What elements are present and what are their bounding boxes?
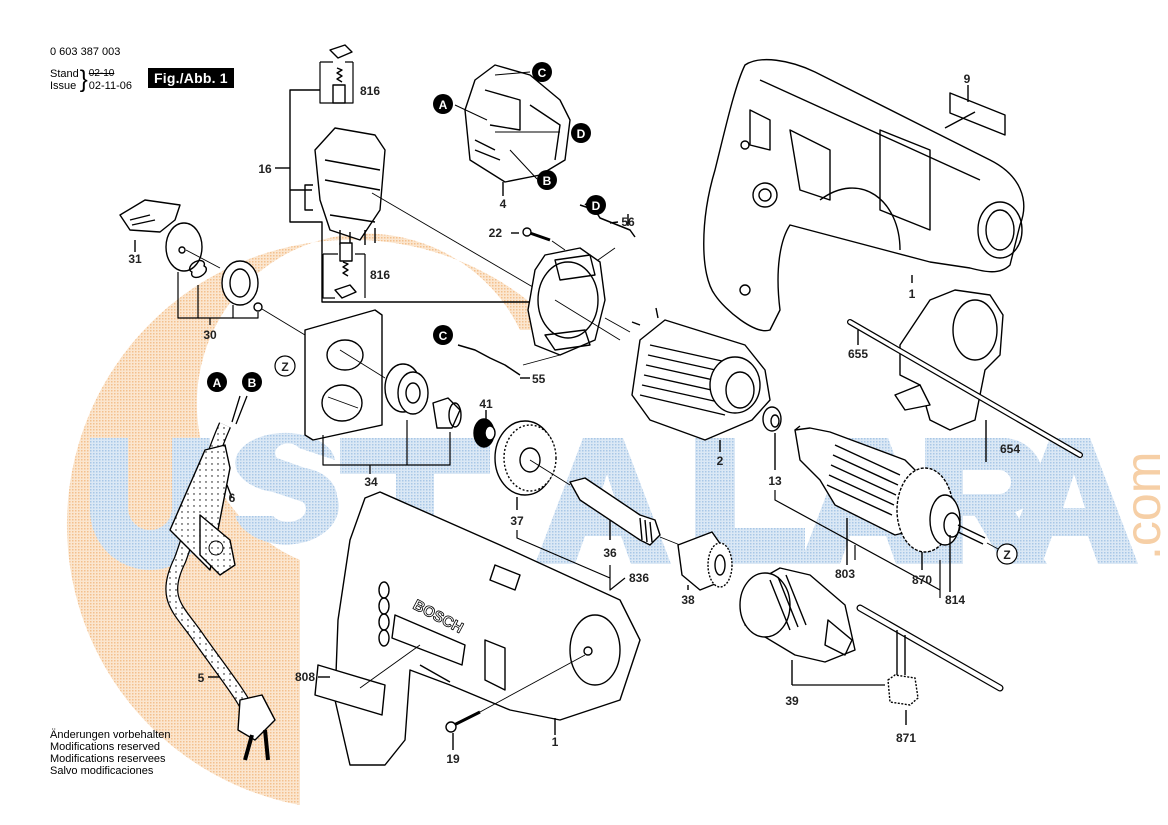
stand-value: 02-10 bbox=[88, 68, 115, 79]
brush-holder-assembly bbox=[304, 127, 386, 247]
label-654: 654 bbox=[1000, 442, 1020, 456]
svg-text:A: A bbox=[213, 376, 222, 390]
figure-badge: Fig./Abb. 1 bbox=[148, 68, 234, 88]
callout-C-connector: C bbox=[433, 325, 453, 345]
parts-line-art: BOSCH bbox=[119, 44, 1083, 766]
label-55: 55 bbox=[532, 372, 546, 386]
label-803: 803 bbox=[835, 567, 855, 581]
stand-label: Stand bbox=[50, 68, 79, 80]
issue-label: Issue bbox=[50, 80, 77, 92]
label-870: 870 bbox=[912, 573, 932, 587]
housing-half-rear bbox=[703, 59, 1025, 332]
notice-line-en: Modifications reserved bbox=[50, 741, 161, 753]
label-31: 31 bbox=[128, 252, 142, 266]
label-816-top: 816 bbox=[360, 84, 380, 98]
label-5: 5 bbox=[198, 671, 205, 685]
notice-line-fr: Modifications reservees bbox=[50, 753, 166, 765]
label-814: 814 bbox=[945, 593, 965, 607]
switch-4 bbox=[464, 64, 571, 183]
callout-Z-armature: Z bbox=[996, 543, 1018, 565]
label-655: 655 bbox=[848, 347, 868, 361]
brush-plate-ring bbox=[527, 247, 606, 356]
label-plate-808 bbox=[314, 664, 386, 716]
label-808: 808 bbox=[295, 670, 315, 684]
callout-A-switch: A bbox=[433, 94, 453, 114]
callout-B-cord: B bbox=[242, 372, 262, 392]
stand-issue-block: Stand Issue } 02-10 02-11-06 bbox=[50, 66, 132, 93]
brace-icon: } bbox=[79, 66, 88, 93]
label-4: 4 bbox=[500, 197, 507, 211]
label-19: 19 bbox=[446, 752, 460, 766]
label-13: 13 bbox=[768, 474, 782, 488]
svg-text:Z: Z bbox=[281, 360, 288, 374]
label-1-housing: 1 bbox=[909, 287, 916, 301]
field-coil-2 bbox=[631, 307, 771, 441]
label-1-shell: 1 bbox=[552, 735, 559, 749]
part-number: 0 603 387 003 bbox=[50, 46, 121, 58]
label-9: 9 bbox=[964, 72, 971, 86]
watermark-ring bbox=[66, 233, 560, 806]
svg-text:C: C bbox=[538, 66, 547, 80]
label-2: 2 bbox=[717, 454, 724, 468]
notice-line-de: Änderungen vorbehalten bbox=[50, 729, 171, 741]
callout-D-switch: D bbox=[571, 123, 591, 143]
label-39: 39 bbox=[785, 694, 799, 708]
svg-text:D: D bbox=[592, 199, 601, 213]
label-16: 16 bbox=[258, 162, 272, 176]
callout-B-switch: B bbox=[537, 170, 557, 190]
callouts: C A D B D C A B Z Z bbox=[207, 62, 1018, 565]
callout-D-connector: D bbox=[586, 195, 606, 215]
part-labels: 816 816 16 4 9 31 30 22 56 55 1 655 654 … bbox=[128, 72, 1020, 766]
label-38: 38 bbox=[681, 593, 695, 607]
watermark-suffix: .com bbox=[1115, 452, 1168, 560]
notice-line-es: Salvo modificaciones bbox=[50, 765, 154, 777]
svg-text:B: B bbox=[248, 376, 257, 390]
label-41: 41 bbox=[479, 397, 493, 411]
label-34: 34 bbox=[364, 475, 378, 489]
modifications-notice: Änderungen vorbehalten Modifications res… bbox=[50, 729, 170, 777]
label-37: 37 bbox=[510, 514, 524, 528]
label-22: 22 bbox=[489, 226, 503, 240]
svg-text:A: A bbox=[439, 98, 448, 112]
label-plate-9 bbox=[949, 92, 1006, 136]
label-836: 836 bbox=[629, 571, 649, 585]
issue-value: 02-11-06 bbox=[88, 80, 132, 92]
label-871: 871 bbox=[896, 731, 916, 745]
label-56: 56 bbox=[621, 215, 635, 229]
label-6: 6 bbox=[229, 491, 236, 505]
callout-Z-plate: Z bbox=[274, 355, 296, 377]
callout-A-cord: A bbox=[207, 372, 227, 392]
svg-text:D: D bbox=[577, 127, 586, 141]
svg-text:Z: Z bbox=[1003, 548, 1010, 562]
watermark: .com bbox=[66, 233, 1168, 806]
drill-chuck-39 bbox=[739, 567, 856, 663]
label-36: 36 bbox=[603, 546, 617, 560]
callout-C-switch: C bbox=[532, 62, 552, 82]
armature-803 bbox=[794, 425, 986, 553]
svg-text:B: B bbox=[543, 174, 552, 188]
svg-text:C: C bbox=[439, 329, 448, 343]
label-816-bottom: 816 bbox=[370, 268, 390, 282]
label-30: 30 bbox=[203, 328, 217, 342]
